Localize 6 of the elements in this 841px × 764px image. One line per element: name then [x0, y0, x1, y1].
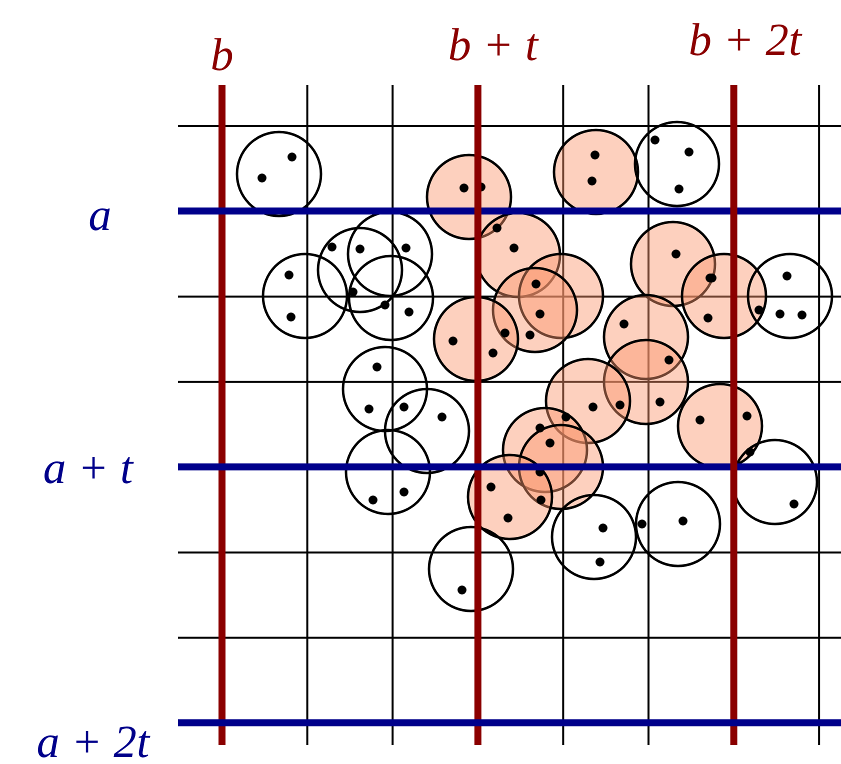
- math-label: b: [210, 32, 234, 78]
- math-label: a: [88, 192, 112, 238]
- math-label: b + t: [448, 22, 538, 68]
- math-label: b + 2t: [688, 17, 802, 63]
- math-label: a + t: [43, 445, 133, 491]
- math-label: a + 2t: [36, 719, 150, 764]
